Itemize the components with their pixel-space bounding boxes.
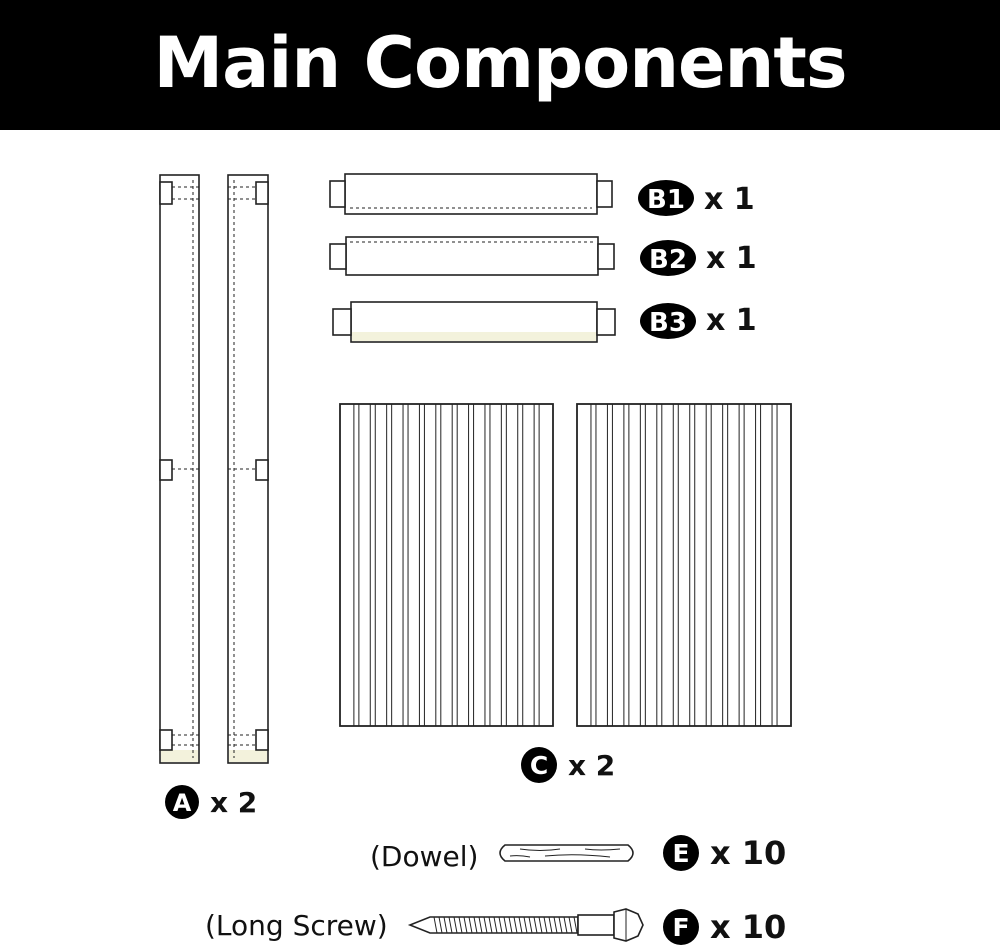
part-b3-rail: [332, 301, 616, 343]
part-b2-qty: x 1: [706, 241, 757, 276]
part-a-qty: x 2: [210, 786, 257, 819]
part-e-badge: E: [672, 839, 689, 868]
part-c-panel-right: [576, 403, 792, 727]
part-f-label: F x 10: [663, 908, 786, 946]
part-c-badge: C: [530, 751, 548, 780]
part-b2-rail: [329, 236, 615, 276]
part-c-qty: x 2: [568, 749, 615, 782]
long-screw-icon: [407, 908, 644, 942]
part-f-name: (Long Screw): [205, 909, 388, 942]
part-a-post-right: [227, 174, 269, 764]
part-b3-label: B3 x 1: [640, 303, 757, 339]
part-b2-label: B2 x 1: [640, 240, 757, 276]
part-b1-label: B1 x 1: [638, 180, 755, 217]
part-b2-badge: B2: [649, 245, 687, 275]
page-title: Main Components: [153, 22, 848, 104]
part-a-post-left: [159, 174, 200, 764]
part-e-name: (Dowel): [370, 840, 478, 873]
part-f-badge: F: [672, 913, 689, 942]
title-bar: Main Components: [0, 0, 1000, 130]
part-b1-rail: [329, 173, 613, 215]
part-a-badge: A: [173, 789, 192, 817]
part-e-qty: x 10: [710, 834, 786, 872]
part-b3-badge: B3: [649, 308, 687, 338]
part-c-label: C x 2: [521, 747, 615, 783]
part-c-panel-left: [339, 403, 554, 727]
part-a-label: A x 2: [165, 785, 257, 819]
part-b3-qty: x 1: [706, 303, 757, 338]
part-f-qty: x 10: [710, 908, 786, 946]
dowel-icon: [499, 844, 634, 862]
part-b1-badge: B1: [647, 185, 685, 215]
part-b1-qty: x 1: [704, 182, 755, 217]
part-e-label: E x 10: [663, 834, 786, 872]
